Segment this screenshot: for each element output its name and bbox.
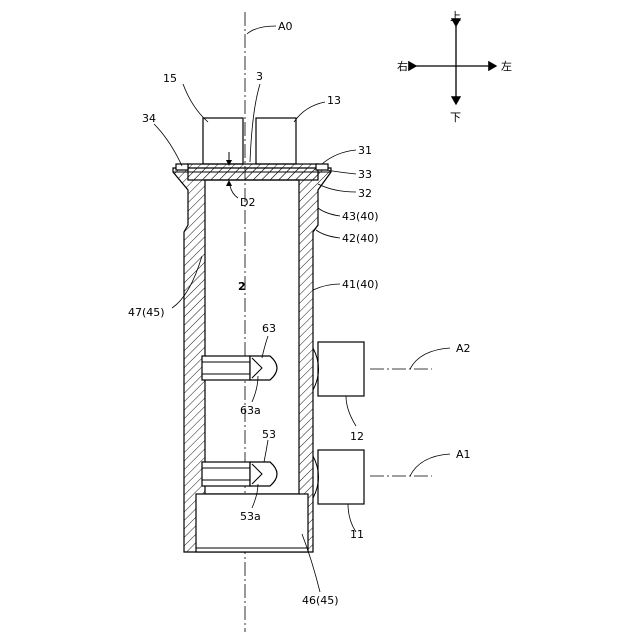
bottom-cap-46: [196, 494, 308, 552]
axis-a0-label: A0: [278, 20, 293, 33]
leader-31: [322, 150, 356, 164]
leader-63: [262, 336, 268, 358]
leader-12: [346, 396, 356, 426]
label-46: 46(45): [302, 594, 339, 607]
axis-a2-label: A2: [456, 342, 471, 355]
direction-indicator: 上 下 右 左: [397, 10, 512, 124]
label-11: 11: [350, 528, 364, 541]
dir-up-label: 上: [450, 10, 461, 23]
dir-down-label: 下: [450, 111, 461, 124]
label-63a: 63a: [240, 404, 261, 417]
label-53: 53: [262, 428, 276, 441]
leader-41: [313, 284, 340, 290]
leader-42: [316, 230, 340, 238]
label-63: 63: [262, 322, 276, 335]
leader-34: [154, 124, 182, 166]
lid-3: [188, 164, 318, 180]
lid-recess-left: [176, 164, 188, 170]
pin-15: [203, 118, 243, 164]
label-42: 42(40): [342, 232, 379, 245]
label-13: 13: [327, 94, 341, 107]
dir-left-label: 左: [501, 60, 512, 73]
label-41: 41(40): [342, 278, 379, 291]
pin-13: [256, 118, 296, 164]
leader-d2: [230, 186, 238, 198]
label-34: 34: [142, 112, 156, 125]
axis-a2-leader: [410, 348, 450, 369]
lid-recess-right: [316, 164, 328, 170]
label-43: 43(40): [342, 210, 379, 223]
axis-a1-label: A1: [456, 448, 471, 461]
sensor-53: [202, 462, 277, 486]
label-32: 32: [358, 187, 372, 200]
leader-32: [318, 184, 356, 192]
label-d2: D2: [240, 196, 255, 209]
axis-a0-leader: [247, 26, 276, 34]
d2-arrow-up: [226, 180, 232, 186]
label-12: 12: [350, 430, 364, 443]
leader-15: [183, 84, 208, 122]
port-11: [313, 450, 364, 504]
label-3: 3: [256, 70, 263, 83]
sensor-63: [202, 356, 277, 380]
label-31: 31: [358, 144, 372, 157]
label-53a: 53a: [240, 510, 261, 523]
axis-a1-leader: [410, 454, 450, 476]
label-15: 15: [163, 72, 177, 85]
dir-right-label: 右: [397, 59, 408, 73]
port-12: [313, 342, 364, 396]
leader-53: [264, 440, 268, 462]
label-2: 2: [238, 280, 246, 293]
leader-13: [294, 102, 325, 122]
leader-43: [318, 208, 340, 216]
label-47: 47(45): [128, 306, 165, 319]
label-33: 33: [358, 168, 372, 181]
